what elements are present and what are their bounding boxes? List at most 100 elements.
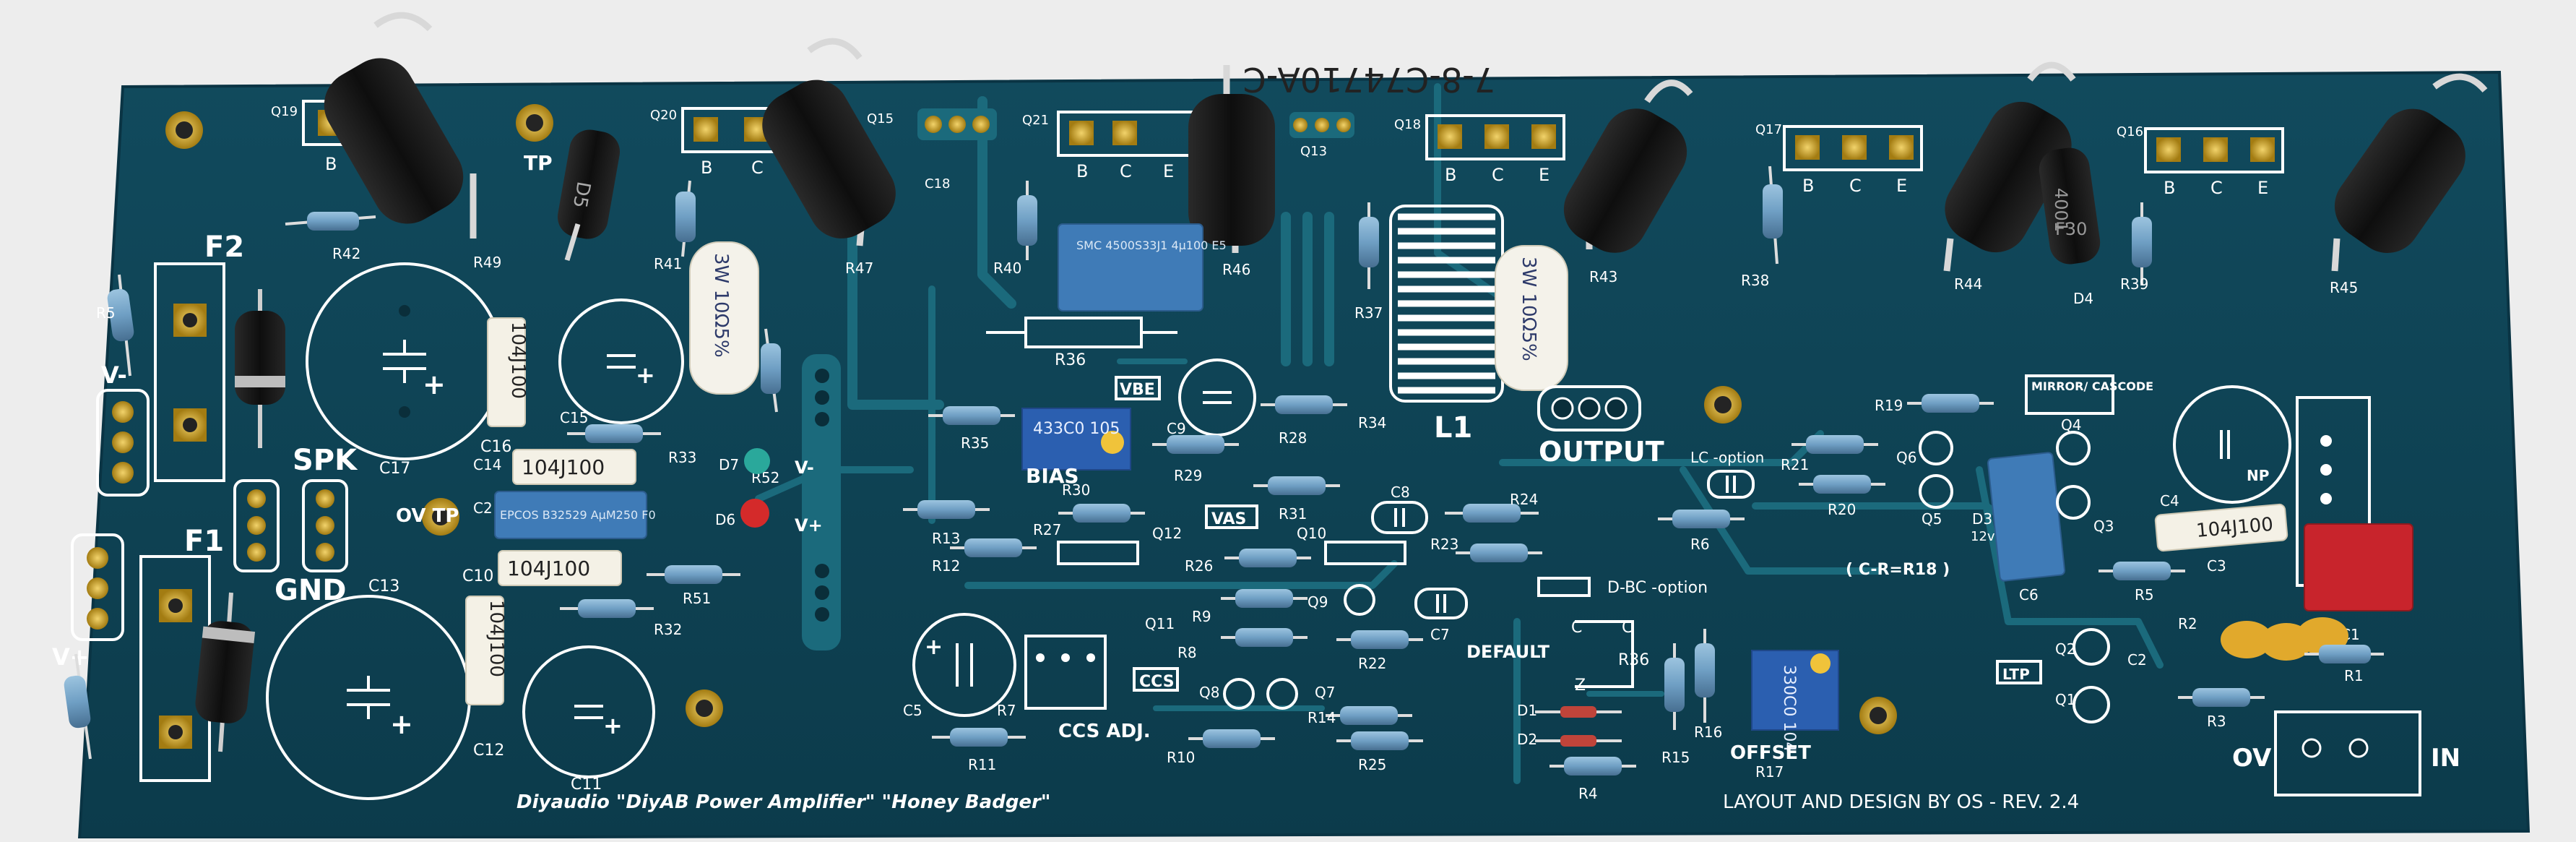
- svg-text:B: B: [1802, 176, 1814, 196]
- svg-text:R36: R36: [1618, 651, 1649, 669]
- resistor-r51: [647, 565, 740, 584]
- resistor-r25: [1336, 731, 1423, 750]
- led-d6: [740, 499, 769, 528]
- credit-left: Diyaudio "DiyAB Power Amplifier" "Honey …: [517, 791, 1050, 813]
- power-resistor-middle: 3W 10Ω5%: [1495, 245, 1568, 391]
- resistor-r52: [761, 328, 781, 413]
- label-q4: Q4: [2061, 416, 2081, 434]
- resistor-r12: [950, 538, 1037, 557]
- svg-text:330C0 104: 330C0 104: [1780, 665, 1798, 752]
- svg-text:433C0 105: 433C0 105: [1033, 420, 1120, 438]
- film-cap-c3: 104J100: [2154, 503, 2288, 552]
- offset-trimmer: 330C0 104: [1751, 650, 1839, 752]
- diode-d-lower: [195, 592, 256, 752]
- resistor-r32: [560, 599, 654, 618]
- label-q1: Q1: [2055, 691, 2075, 708]
- capacitor-c4-np-footprint: [2173, 385, 2291, 504]
- film-cap-c10: 104J100: [498, 550, 622, 586]
- film-cap-c12: 104J100: [465, 596, 507, 705]
- resistor-r15: [1664, 643, 1685, 730]
- label-r12: R12: [932, 557, 960, 575]
- label-r22: R22: [1358, 655, 1386, 672]
- label-dbc-option: D-BC -option: [1607, 579, 1708, 597]
- label-gnd: GND: [275, 574, 347, 607]
- label-q3: Q3: [2093, 517, 2114, 535]
- resistor-r9: [1221, 589, 1308, 608]
- vas-box: [1205, 504, 1258, 529]
- label-vminus-led: V-: [795, 457, 814, 478]
- capacitor-c11-footprint: +: [522, 645, 655, 778]
- svg-text:B: B: [1445, 165, 1456, 185]
- resistor-r16: [1695, 629, 1715, 723]
- label-c2: C2: [2127, 651, 2147, 669]
- svg-text:+: +: [925, 635, 943, 660]
- q9-footprint: [1344, 584, 1375, 616]
- label-r32: R32: [654, 621, 682, 638]
- capacitor-c16-small-footprint: +: [558, 298, 684, 424]
- svg-text:C: C: [1849, 176, 1862, 196]
- svg-text:4001: 4001: [2051, 188, 2071, 232]
- bias-trimmer: 433C0 105: [1021, 408, 1131, 471]
- label-ov: OV: [2232, 744, 2272, 773]
- label-q10: Q10: [1297, 525, 1326, 542]
- default-jumper-box: C C R36 Z: [1571, 619, 1649, 695]
- svg-text:+: +: [636, 361, 655, 389]
- label-r40: R40: [993, 259, 1021, 277]
- power-header-vplus: [71, 533, 124, 641]
- footprint-q16: B C E: [2144, 127, 2284, 198]
- svg-text:E: E: [2257, 178, 2268, 198]
- box-cap-epcos: EPCOS B32529 AμM250 F0: [494, 491, 656, 539]
- footprint-q21: B C E: [1057, 111, 1197, 181]
- label-c15: C15: [560, 409, 588, 426]
- label-q18: Q18: [1394, 117, 1421, 132]
- label-r5-left: R5: [96, 304, 116, 322]
- label-c2-left: C2: [473, 499, 493, 517]
- q2-q1-footprints: [2073, 628, 2110, 723]
- label-q20: Q20: [650, 108, 677, 123]
- q10-footprint: [1324, 541, 1406, 565]
- label-d1: D1: [1517, 702, 1537, 719]
- label-r41: R41: [654, 255, 682, 272]
- svg-text:C: C: [1622, 619, 1633, 637]
- label-mirror-cascode: MIRROR/ CASCODE: [2031, 379, 2153, 393]
- label-d4: D4: [2073, 290, 2093, 307]
- resistor-r28: [1261, 395, 1347, 414]
- sticker-label: 7-8-C74710A-C: [1243, 60, 1495, 99]
- label-c7: C7: [1430, 626, 1450, 643]
- label-in: IN: [2431, 744, 2460, 773]
- ccs-box: [1133, 667, 1179, 692]
- label-c11: C11: [571, 776, 602, 794]
- q12-footprint: [1057, 541, 1139, 565]
- input-connector: [2274, 710, 2421, 796]
- label-offset: OFFSET: [1730, 742, 1811, 764]
- svg-text:104J100: 104J100: [507, 322, 529, 399]
- label-ccs: CCS: [1139, 673, 1175, 691]
- label-r11: R11: [968, 756, 996, 773]
- label-r33: R33: [668, 449, 696, 466]
- svg-text:Z: Z: [1575, 676, 1586, 695]
- inductor-l1: [1389, 205, 1504, 403]
- resistor-r36-footprint: [986, 317, 1177, 348]
- label-ov-tp: OV TP: [396, 505, 459, 527]
- resistor-r22: [1336, 630, 1423, 649]
- label-d6: D6: [715, 511, 735, 528]
- svg-text:E: E: [1539, 165, 1550, 185]
- label-q2: Q2: [2055, 640, 2075, 658]
- label-q16: Q16: [2117, 124, 2143, 139]
- label-r21: R21: [1781, 456, 1809, 473]
- svg-text:C: C: [1571, 619, 1582, 637]
- label-r7: R7: [997, 702, 1016, 719]
- diode-d2: [1535, 735, 1622, 747]
- label-r14: R14: [1308, 709, 1336, 726]
- resistor-r40: [1017, 181, 1037, 260]
- svg-text:104J100: 104J100: [485, 600, 507, 677]
- small-header-q13: [917, 108, 1354, 140]
- label-r13: R13: [932, 530, 960, 547]
- label-c16: C16: [480, 438, 511, 456]
- label-q5: Q5: [1922, 510, 1942, 528]
- power-resistor-left: 3W 10Ω5%: [689, 241, 759, 395]
- label-r29: R29: [1174, 467, 1202, 484]
- label-q21: Q21: [1022, 113, 1049, 128]
